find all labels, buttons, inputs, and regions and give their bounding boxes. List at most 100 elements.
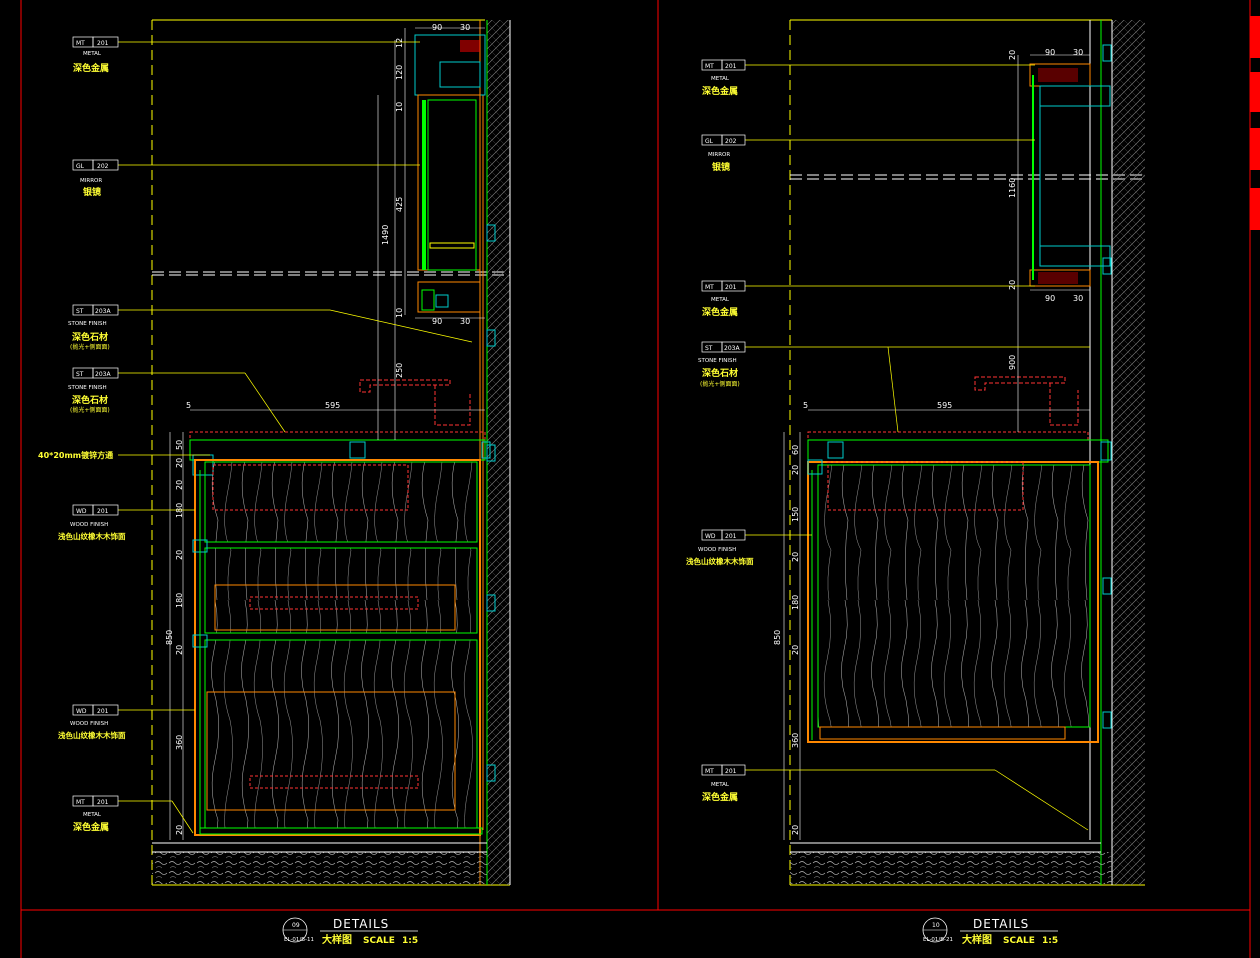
svg-text:360: 360	[175, 735, 184, 750]
mirror-cabinet	[1029, 63, 1111, 287]
svg-text:(抛光+侧面面): (抛光+侧面面)	[70, 406, 110, 414]
floor-section	[790, 852, 1112, 884]
svg-text:STONE FINISH: STONE FINISH	[698, 358, 737, 364]
svg-text:20: 20	[791, 825, 800, 835]
svg-text:MT: MT	[76, 40, 85, 47]
svg-text:ST: ST	[76, 371, 84, 378]
svg-text:850: 850	[165, 630, 174, 645]
svg-text:180: 180	[791, 595, 800, 610]
svg-text:40*20mm镀锌方通: 40*20mm镀锌方通	[38, 450, 113, 460]
svg-text:360: 360	[791, 733, 800, 748]
svg-text:深色金属: 深色金属	[702, 791, 738, 803]
svg-text:150: 150	[791, 507, 800, 522]
svg-text:MT: MT	[705, 768, 714, 775]
right-detail: MT 201 METAL 深色金属 GL 202 MIRROR 银镜 MT 20…	[686, 19, 1145, 946]
svg-text:DETAILS: DETAILS	[333, 917, 389, 931]
svg-text:ST: ST	[705, 345, 713, 352]
callout-mt-top: MT 201 METAL 深色金属	[72, 36, 119, 74]
svg-text:60: 60	[791, 445, 800, 455]
svg-text:STONE FINISH: STONE FINISH	[68, 385, 107, 391]
svg-text:30: 30	[460, 317, 470, 326]
svg-text:深色石材: 深色石材	[72, 394, 108, 406]
svg-text:(抛光+侧面面): (抛光+侧面面)	[70, 343, 110, 351]
wall-section	[1112, 20, 1145, 885]
svg-text:180: 180	[175, 503, 184, 518]
svg-text:201: 201	[97, 508, 109, 515]
svg-text:20: 20	[1008, 280, 1017, 290]
svg-text:30: 30	[1073, 294, 1083, 303]
callout-gl: GL 202 MIRROR 银镜	[701, 134, 746, 173]
svg-text:DETAILS: DETAILS	[973, 917, 1029, 931]
svg-text:METAL: METAL	[711, 782, 730, 788]
svg-text:50: 50	[175, 440, 184, 450]
svg-text:20: 20	[175, 550, 184, 560]
svg-text:10: 10	[395, 102, 404, 112]
svg-text:SCALE: SCALE	[1003, 936, 1035, 946]
svg-text:1490: 1490	[381, 225, 390, 245]
svg-text:20: 20	[175, 458, 184, 468]
svg-text:深色金属: 深色金属	[702, 306, 738, 318]
svg-text:09: 09	[292, 922, 300, 929]
svg-text:201: 201	[725, 63, 737, 70]
callout-wood: WD 201 WOOD FINISH 浅色山纹橡木木饰面	[686, 529, 754, 566]
svg-text:120: 120	[395, 65, 404, 80]
sheet-frame	[20, 0, 1260, 958]
vanity-cabinet	[807, 431, 1112, 743]
svg-text:12: 12	[395, 38, 404, 48]
svg-text:595: 595	[325, 401, 340, 410]
callout-wood-a: WD 201 WOOD FINISH 浅色山纹橡木木饰面	[58, 504, 126, 541]
svg-text:5: 5	[803, 401, 808, 410]
svg-text:850: 850	[773, 630, 782, 645]
svg-text:10: 10	[932, 922, 940, 929]
svg-text:WD: WD	[705, 533, 716, 540]
svg-text:201: 201	[97, 799, 109, 806]
dimension-labels: 20 90 30 1160 20 90 30 900 5 595 60 20 1…	[773, 48, 1083, 835]
svg-text:20: 20	[791, 465, 800, 475]
svg-text:STONE FINISH: STONE FINISH	[68, 321, 107, 327]
svg-text:201: 201	[97, 708, 109, 715]
svg-text:WOOD FINISH: WOOD FINISH	[70, 721, 108, 727]
svg-text:10: 10	[395, 308, 404, 318]
svg-text:201: 201	[725, 768, 737, 775]
callout-stone: ST 203A STONE FINISH 深色石材 (抛光+侧面面)	[698, 341, 746, 388]
svg-text:银镜: 银镜	[83, 186, 101, 198]
svg-text:90: 90	[432, 23, 442, 32]
svg-text:1160: 1160	[1008, 178, 1017, 198]
svg-text:GL: GL	[705, 138, 714, 145]
svg-text:EL-01/B-21: EL-01/B-21	[923, 937, 953, 943]
svg-text:1:5: 1:5	[402, 936, 418, 946]
svg-text:METAL: METAL	[711, 76, 730, 82]
svg-text:大样图: 大样图	[322, 933, 352, 946]
svg-text:MT: MT	[705, 63, 714, 70]
detail-title-left: 09 EL-01/B-11 DETAILS 大样图 SCALE 1:5	[282, 917, 418, 946]
svg-text:METAL: METAL	[83, 812, 102, 818]
svg-text:30: 30	[1073, 48, 1083, 57]
callout-mt-mid: MT 201 METAL 深色金属	[701, 280, 746, 318]
svg-text:深色金属: 深色金属	[73, 821, 109, 833]
svg-text:203A: 203A	[724, 345, 740, 352]
svg-text:20: 20	[1008, 50, 1017, 60]
svg-text:深色石材: 深色石材	[702, 367, 738, 379]
svg-text:202: 202	[97, 163, 109, 170]
svg-text:180: 180	[175, 593, 184, 608]
svg-text:WD: WD	[76, 708, 87, 715]
floor-section	[152, 852, 487, 884]
svg-text:20: 20	[791, 552, 800, 562]
leader-lines	[745, 64, 1090, 831]
detail-title-right: 10 EL-01/B-21 DETAILS 大样图 SCALE 1:5	[922, 917, 1058, 946]
callout-mt-bottom: MT 201 METAL 深色金属	[701, 764, 746, 803]
svg-text:ST: ST	[76, 308, 84, 315]
vanity-cabinet	[189, 431, 491, 836]
svg-text:SCALE: SCALE	[363, 936, 395, 946]
svg-text:5: 5	[186, 401, 191, 410]
svg-text:20: 20	[791, 645, 800, 655]
svg-text:250: 250	[395, 363, 404, 378]
svg-text:METAL: METAL	[711, 297, 730, 303]
svg-text:20: 20	[175, 825, 184, 835]
callout-gl: GL 202 MIRROR 银镜	[72, 159, 119, 198]
svg-text:30: 30	[460, 23, 470, 32]
wall-section	[487, 20, 510, 885]
svg-text:MIRROR: MIRROR	[80, 178, 102, 184]
dimension-lines	[169, 27, 485, 840]
